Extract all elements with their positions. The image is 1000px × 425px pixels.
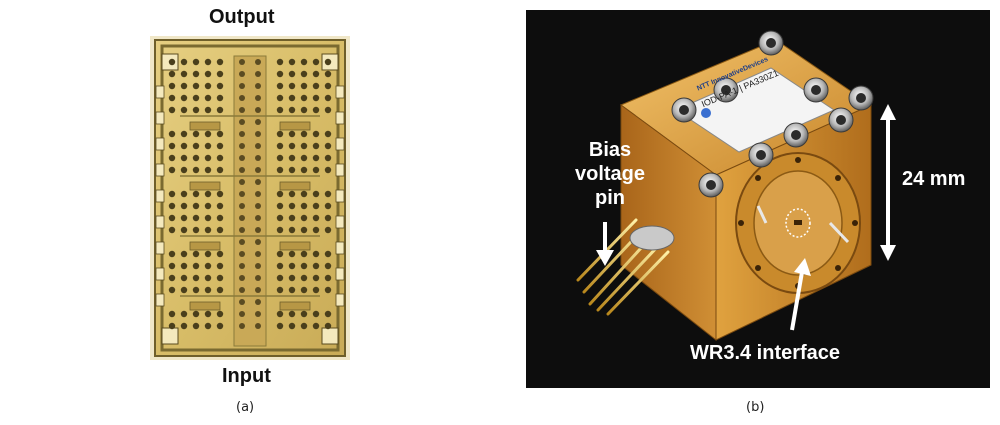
bias-label-line3: pin (595, 187, 625, 209)
module-photo (526, 10, 990, 388)
interface-label: WR3.4 interface (690, 342, 841, 364)
caption-a: (a) (236, 400, 255, 415)
caption-b: (b) (746, 400, 765, 415)
input-label: Input (222, 365, 271, 387)
brand-logo-icon (701, 108, 711, 118)
bias-label-line2: voltage (574, 163, 646, 185)
output-label: Output (209, 6, 275, 28)
interface-arrow (790, 271, 804, 331)
chip-micrograph (150, 36, 350, 360)
bias-label-line1: Bias (588, 139, 632, 161)
bias-label: Bias voltage pin (555, 138, 665, 210)
dimension-label: 24 mm (902, 168, 966, 190)
